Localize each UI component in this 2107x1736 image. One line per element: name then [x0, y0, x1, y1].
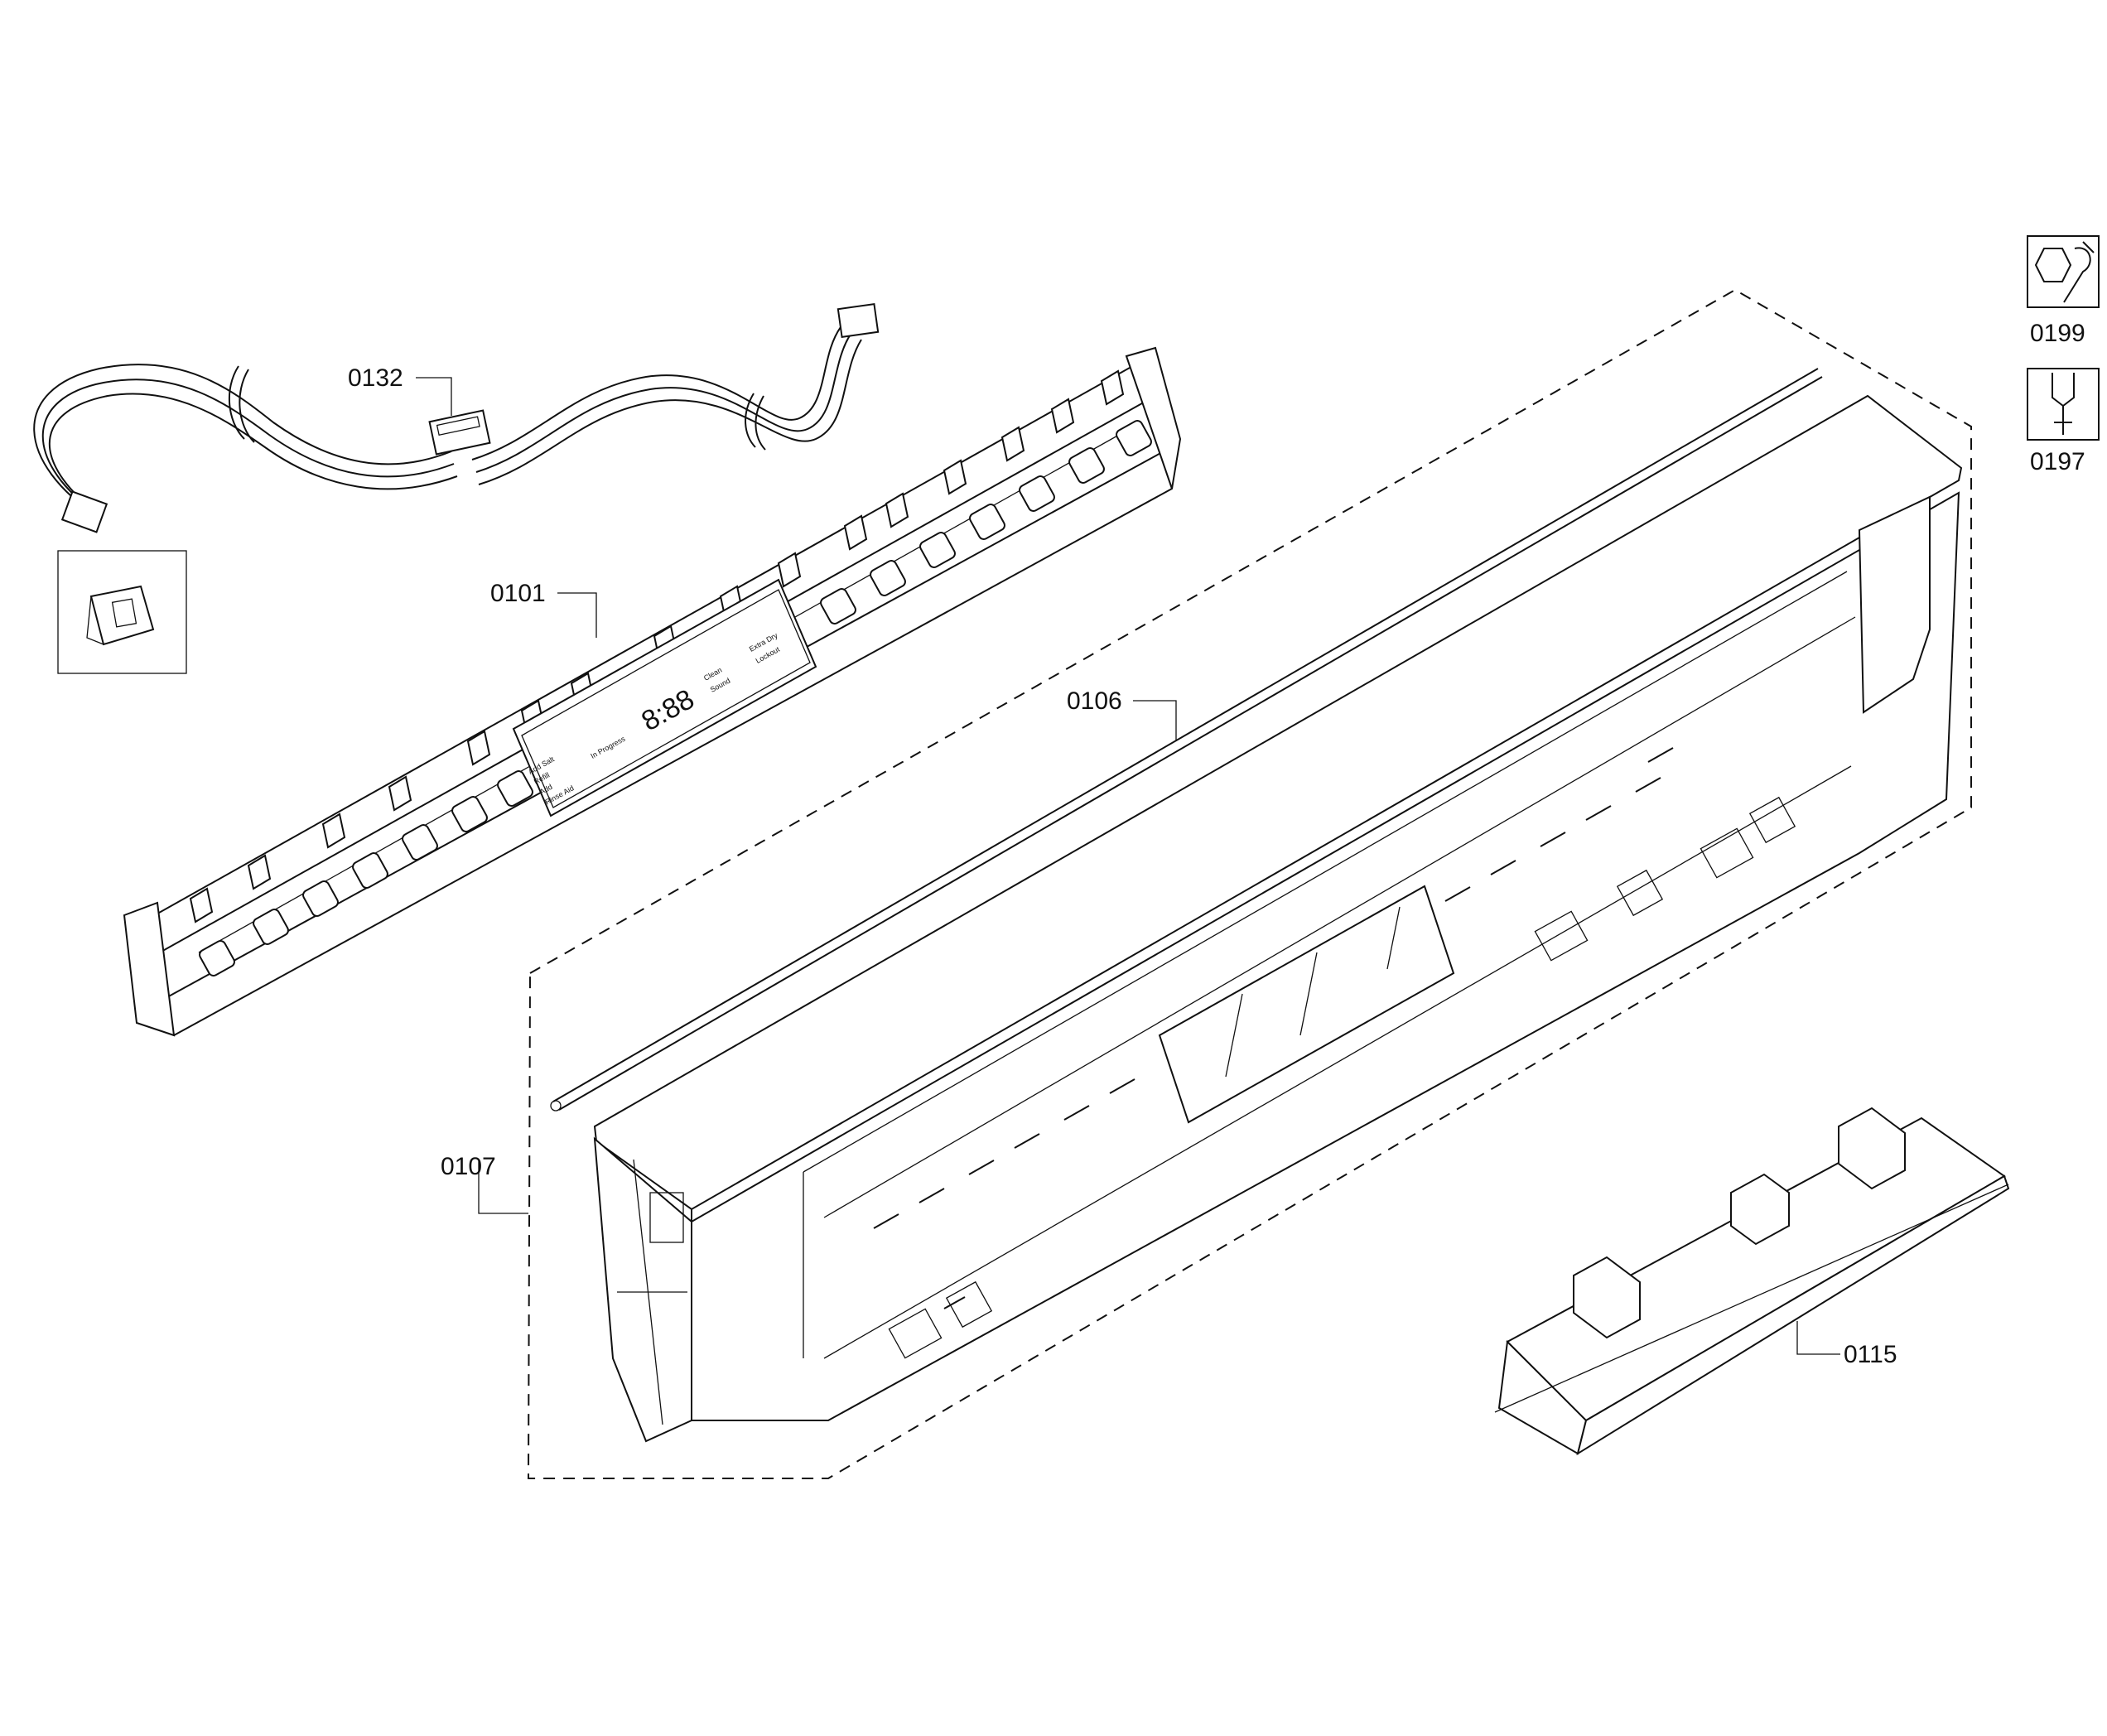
wire-harness: [33, 302, 880, 533]
control-module: Add Salt Refill Add Rinse Aid In Progres…: [123, 346, 1182, 1037]
screwdriver-icon: [2027, 368, 2100, 441]
seal-strip: [550, 368, 1823, 1112]
control-panel-assembly: [593, 394, 1963, 1443]
callout-tool-screwdriver: 0197: [2030, 448, 2085, 475]
callout-tool-wrench: 0199: [2030, 320, 2085, 347]
callout-control-module: 0101: [490, 580, 546, 607]
callout-wire-harness: 0132: [348, 364, 403, 392]
handle-cover: [1494, 1107, 2010, 1456]
callout-control-panel-assembly: 0107: [441, 1153, 496, 1180]
callout-seal-strip: 0106: [1067, 687, 1122, 715]
wrench-icon: [2027, 235, 2100, 308]
connector-clip-inset: [57, 550, 187, 674]
leader-lines: [416, 377, 1840, 1355]
assembly-boundary: [527, 288, 1972, 1479]
callout-handle-cover: 0115: [1844, 1341, 1897, 1368]
